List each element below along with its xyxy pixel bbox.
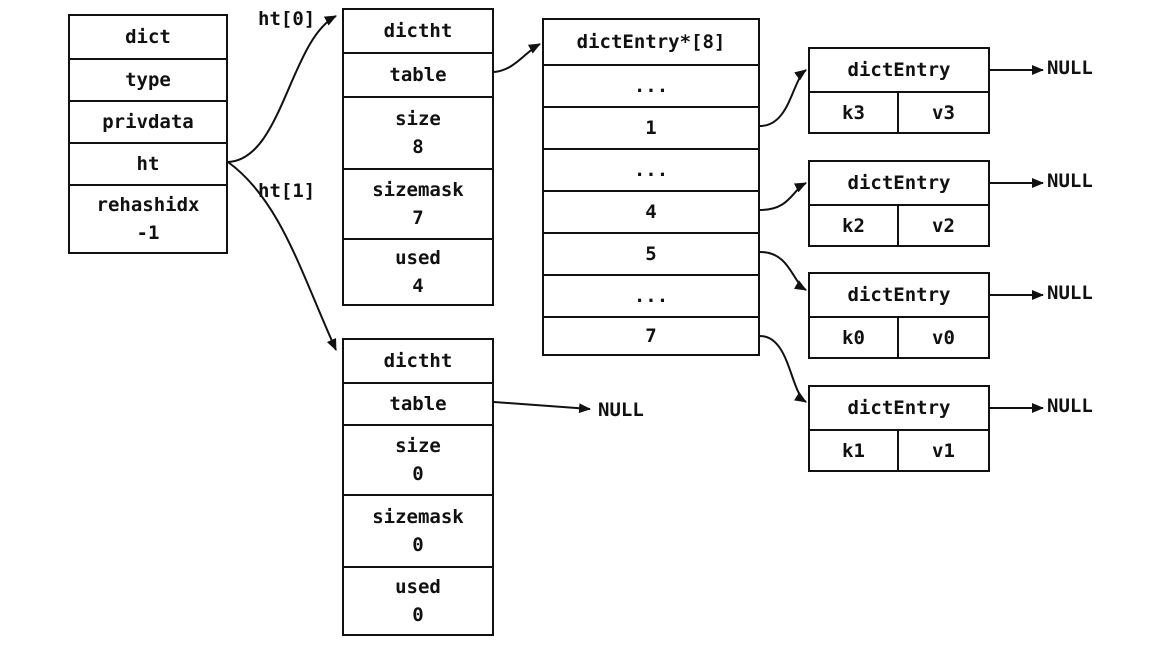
entry-k3-next-null: NULL bbox=[1047, 57, 1093, 79]
bucket-slot: ... bbox=[544, 274, 758, 316]
ht1-sizemask-value: 0 bbox=[412, 534, 424, 556]
ht0-sizemask-value: 7 bbox=[412, 207, 424, 229]
dict-entry-header: dictEntry bbox=[847, 59, 951, 81]
dict-entry-header-cell: dictEntry bbox=[810, 162, 988, 204]
ht0-table-field: table bbox=[389, 64, 447, 86]
ht1-table-cell: table bbox=[344, 382, 492, 424]
ht1-label: ht[1] bbox=[258, 180, 316, 202]
dict-entry-header-cell: dictEntry bbox=[810, 274, 988, 316]
ht0-sizemask-cell: sizemask 7 bbox=[344, 168, 492, 238]
bucket-array-header: dictEntry*[8] bbox=[576, 31, 726, 53]
arrow-ht0-table-to-buckets bbox=[493, 43, 541, 73]
ht0-sizemask-label: sizemask bbox=[372, 179, 464, 201]
ht0-header-cell: dictht bbox=[344, 10, 492, 52]
ht0-dictht: dictht table size 8 sizemask 7 used 4 bbox=[342, 8, 494, 306]
entry-value: v1 bbox=[932, 439, 955, 462]
dict-entry-kv-row: k3 v3 bbox=[810, 91, 988, 132]
bucket-slot: 1 bbox=[544, 106, 758, 148]
dict-ht-cell: ht bbox=[70, 142, 226, 184]
ht0-size-cell: size 8 bbox=[344, 96, 492, 168]
entry-value: v3 bbox=[932, 101, 955, 124]
bucket-slot-label: ... bbox=[633, 285, 669, 307]
bucket-slot: 4 bbox=[544, 190, 758, 232]
bucket-slot: ... bbox=[544, 64, 758, 106]
bucket-slot-label: 1 bbox=[645, 117, 657, 139]
rehashidx-value: -1 bbox=[136, 222, 160, 244]
dict-privdata-cell: privdata bbox=[70, 100, 226, 142]
dict-entry-header-cell: dictEntry bbox=[810, 49, 988, 91]
dict-entry-k3: dictEntry k3 v3 bbox=[808, 47, 990, 134]
ht1-table-null: NULL bbox=[598, 399, 644, 421]
dict-entry-header-cell: dictEntry bbox=[810, 387, 988, 429]
dict-type-cell: type bbox=[70, 58, 226, 100]
bucket-slot: 5 bbox=[544, 232, 758, 274]
dict-entry-kv-row: k0 v0 bbox=[810, 316, 988, 357]
bucket-slot-label: ... bbox=[633, 75, 669, 97]
bucket-slot: ... bbox=[544, 148, 758, 190]
entry-key: k2 bbox=[810, 206, 899, 245]
ht0-label: ht[0] bbox=[258, 8, 316, 30]
ht1-used-value: 0 bbox=[412, 604, 424, 626]
dict-type-field: type bbox=[125, 69, 171, 91]
ht1-used-cell: used 0 bbox=[344, 566, 492, 634]
bucket-array: dictEntry*[8] ... 1 ... 4 5 ... 7 bbox=[542, 18, 760, 356]
dict-entry-k2: dictEntry k2 v2 bbox=[808, 160, 990, 247]
dict-entry-header: dictEntry bbox=[847, 284, 951, 306]
ht1-sizemask-label: sizemask bbox=[372, 506, 464, 528]
ht0-used-value: 4 bbox=[412, 275, 424, 297]
arrow-slot1-to-k3 bbox=[759, 69, 807, 127]
ht1-header-cell: dictht bbox=[344, 340, 492, 382]
ht0-used-cell: used 4 bbox=[344, 238, 492, 304]
entry-k2-next-null: NULL bbox=[1047, 170, 1093, 192]
dict-entry-kv-row: k1 v1 bbox=[810, 429, 988, 470]
ht1-header: dictht bbox=[383, 350, 453, 372]
dict-rehashidx-cell: rehashidx -1 bbox=[70, 184, 226, 252]
dict-entry-k1: dictEntry k1 v1 bbox=[808, 385, 990, 472]
entry-key: k3 bbox=[810, 93, 899, 132]
dict-entry-header: dictEntry bbox=[847, 397, 951, 419]
dict-entry-k0: dictEntry k0 v0 bbox=[808, 272, 990, 359]
ht0-used-label: used bbox=[395, 247, 441, 269]
bucket-slot-label: 7 bbox=[645, 325, 657, 347]
dict-name: dict bbox=[125, 26, 171, 48]
bucket-slot-label: 4 bbox=[645, 201, 657, 223]
bucket-slot-label: ... bbox=[633, 159, 669, 181]
ht0-size-value: 8 bbox=[412, 136, 424, 158]
ht1-size-label: size bbox=[395, 435, 441, 457]
ht0-header: dictht bbox=[383, 20, 453, 42]
dict-entry-kv-row: k2 v2 bbox=[810, 204, 988, 245]
entry-key: k1 bbox=[810, 431, 899, 470]
ht1-sizemask-cell: sizemask 0 bbox=[344, 494, 492, 566]
ht1-dictht: dictht table size 0 sizemask 0 used 0 bbox=[342, 338, 494, 636]
entry-value: v2 bbox=[932, 214, 955, 237]
rehashidx-label: rehashidx bbox=[96, 194, 200, 216]
ht0-table-cell: table bbox=[344, 52, 492, 96]
ht0-size-label: size bbox=[395, 108, 441, 130]
arrow-slot7-to-k1 bbox=[759, 335, 807, 403]
entry-value: v0 bbox=[932, 326, 955, 349]
dict-struct: dict type privdata ht rehashidx -1 bbox=[68, 14, 228, 254]
entry-k1-next-null: NULL bbox=[1047, 395, 1093, 417]
dict-name-cell: dict bbox=[70, 16, 226, 58]
entry-key: k0 bbox=[810, 318, 899, 357]
dict-ht-field: ht bbox=[136, 153, 160, 175]
dict-privdata-field: privdata bbox=[102, 111, 194, 133]
bucket-array-header-cell: dictEntry*[8] bbox=[544, 20, 758, 64]
ht1-size-value: 0 bbox=[412, 463, 424, 485]
entry-k0-next-null: NULL bbox=[1047, 282, 1093, 304]
arrow-ht-to-ht0 bbox=[227, 15, 337, 163]
ht1-used-label: used bbox=[395, 576, 441, 598]
bucket-slot: 7 bbox=[544, 316, 758, 354]
arrow-slot5-to-k0 bbox=[759, 251, 807, 291]
ht1-size-cell: size 0 bbox=[344, 424, 492, 494]
bucket-slot-label: 5 bbox=[645, 243, 657, 265]
dict-entry-header: dictEntry bbox=[847, 172, 951, 194]
arrow-slot4-to-k2 bbox=[759, 182, 807, 211]
ht1-table-field: table bbox=[389, 393, 447, 415]
arrow-ht1-table-to-null bbox=[493, 401, 591, 414]
